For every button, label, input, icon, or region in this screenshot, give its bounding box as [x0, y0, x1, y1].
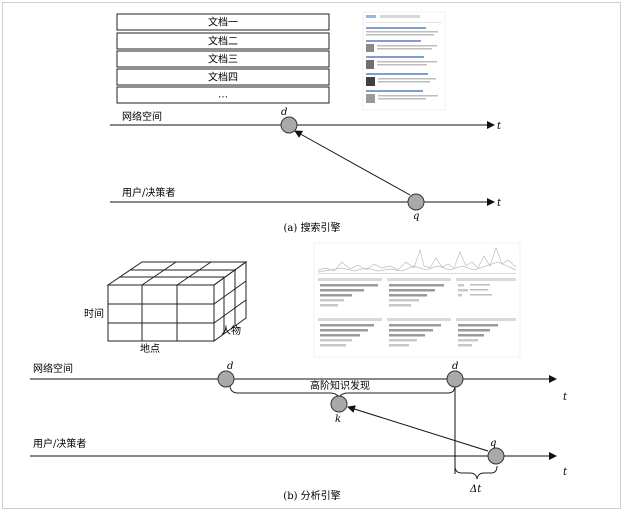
time-axis-label: t [563, 467, 568, 478]
document-label: 文档一 [208, 16, 238, 29]
query-node: q [407, 193, 425, 222]
cube-label-location: 地点 [140, 342, 160, 355]
cyberspace-label: 网络空间 [33, 362, 73, 375]
knowledge-discovery-label: 高阶知识发现 [310, 379, 370, 392]
document-label: 文档二 [208, 35, 238, 48]
data-cube: 时间 地点 人物 [84, 261, 248, 355]
search-results-thumbnail [362, 11, 446, 111]
document-item: … [116, 86, 330, 104]
cyberspace-timeline-a: 网络空间 t [110, 110, 502, 132]
node-label-q: q [490, 438, 496, 449]
node-label-d: d [281, 107, 287, 118]
cube-label-time: 时间 [84, 307, 104, 320]
document-item: 文档二 [116, 32, 330, 50]
analytics-dashboard-thumbnail [313, 242, 521, 358]
time-axis-label: t [497, 121, 502, 132]
document-node-right: d [446, 361, 464, 388]
time-axis-label: t [563, 392, 568, 403]
node-label-d: d [452, 361, 458, 372]
query-to-knowledge-arrow [347, 405, 489, 452]
document-node-left: d [217, 361, 235, 388]
user-timeline-b: 用户/决策者 t [30, 437, 568, 478]
document-item: 文档四 [116, 68, 330, 86]
cyberspace-timeline-b: 网络空间 t [30, 362, 568, 403]
caption-b: (b) 分析引擎 [283, 489, 340, 502]
node-label-d: d [227, 361, 233, 372]
node-label-q: q [413, 211, 419, 222]
user-label: 用户/决策者 [33, 437, 86, 450]
delta-t-bracket [454, 465, 498, 480]
document-item: 文档三 [116, 50, 330, 68]
user-timeline-a: 用户/决策者 t [110, 186, 502, 209]
document-label: … [218, 90, 228, 101]
cyberspace-label: 网络空间 [122, 110, 162, 123]
document-label: 文档三 [208, 53, 238, 66]
node-label-k: k [335, 414, 341, 425]
query-to-document-arrow [294, 130, 411, 196]
document-item: 文档一 [116, 13, 330, 31]
figure-frame [2, 2, 621, 509]
time-axis-label: t [497, 198, 502, 209]
user-label: 用户/决策者 [122, 186, 175, 199]
document-list: 文档一 文档二 文档三 文档四 … [116, 13, 330, 104]
document-label: 文档四 [208, 71, 238, 84]
cube-label-person: 人物 [221, 324, 241, 337]
knowledge-node: k [330, 395, 348, 425]
query-node: q [487, 438, 505, 465]
caption-a: (a) 搜索引擎 [284, 221, 341, 234]
document-node: d [280, 107, 298, 134]
delta-t-label: Δt [469, 484, 482, 495]
